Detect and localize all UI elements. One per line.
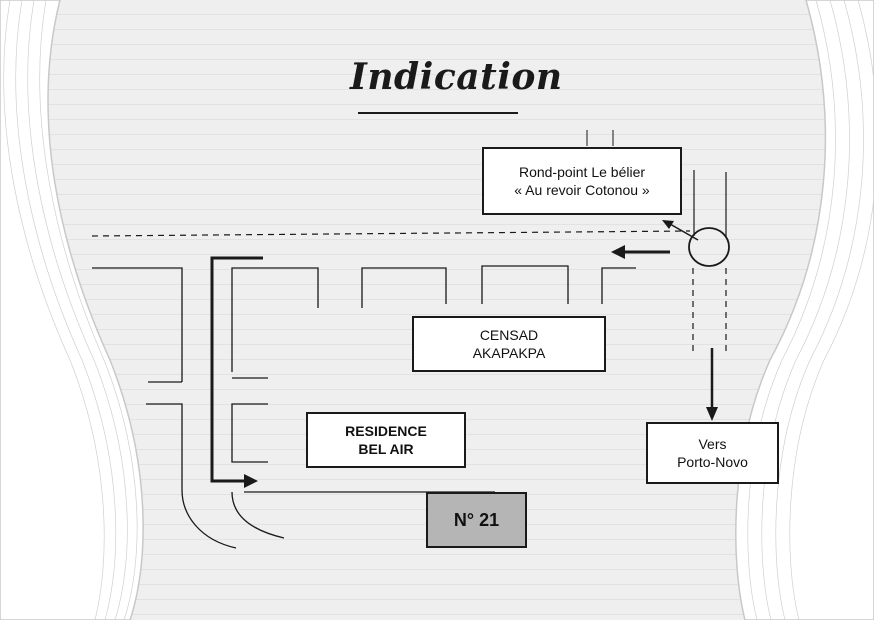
title-underline: [358, 112, 518, 114]
page-title: Indication: [350, 56, 563, 98]
porto-novo-label-line2: Porto-Novo: [677, 454, 748, 470]
residence-label-line1: RESIDENCE: [345, 423, 427, 439]
route-arrow-head: [244, 474, 258, 488]
roundabout-label-line2: « Au revoir Cotonou »: [514, 182, 650, 198]
censad-label-line1: CENSAD: [479, 327, 539, 343]
main-road-dashed: [91, 230, 691, 237]
roundabout-circle: [688, 227, 730, 267]
censad-label-line2: AKAPAKPA: [472, 345, 546, 361]
south-arrow-head: [706, 407, 718, 421]
porto-novo-label: Vers Porto-Novo: [646, 422, 779, 484]
building-blocks: [92, 265, 636, 549]
left-ribbon: [0, 0, 144, 620]
roundabout-pointer: [669, 223, 699, 241]
west-arrow-head: [611, 245, 625, 259]
destination-marker: N° 21: [426, 492, 527, 548]
roundabout-label-line1: Rond-point Le bélier: [518, 164, 646, 180]
roundabout-label: Rond-point Le bélier « Au revoir Cotonou…: [482, 147, 682, 215]
censad-label: CENSAD AKAPAKPA: [412, 316, 606, 372]
route-line: [210, 256, 263, 483]
residence-label-line2: BEL AIR: [358, 441, 414, 457]
destination-label: N° 21: [453, 510, 500, 530]
roundabout-pointer-head: [662, 220, 674, 229]
porto-novo-label-line1: Vers: [698, 436, 727, 452]
right-ribbon-stripes: [747, 0, 874, 620]
residence-label: RESIDENCE BEL AIR: [306, 412, 466, 468]
left-ribbon-stripes: [3, 0, 138, 620]
